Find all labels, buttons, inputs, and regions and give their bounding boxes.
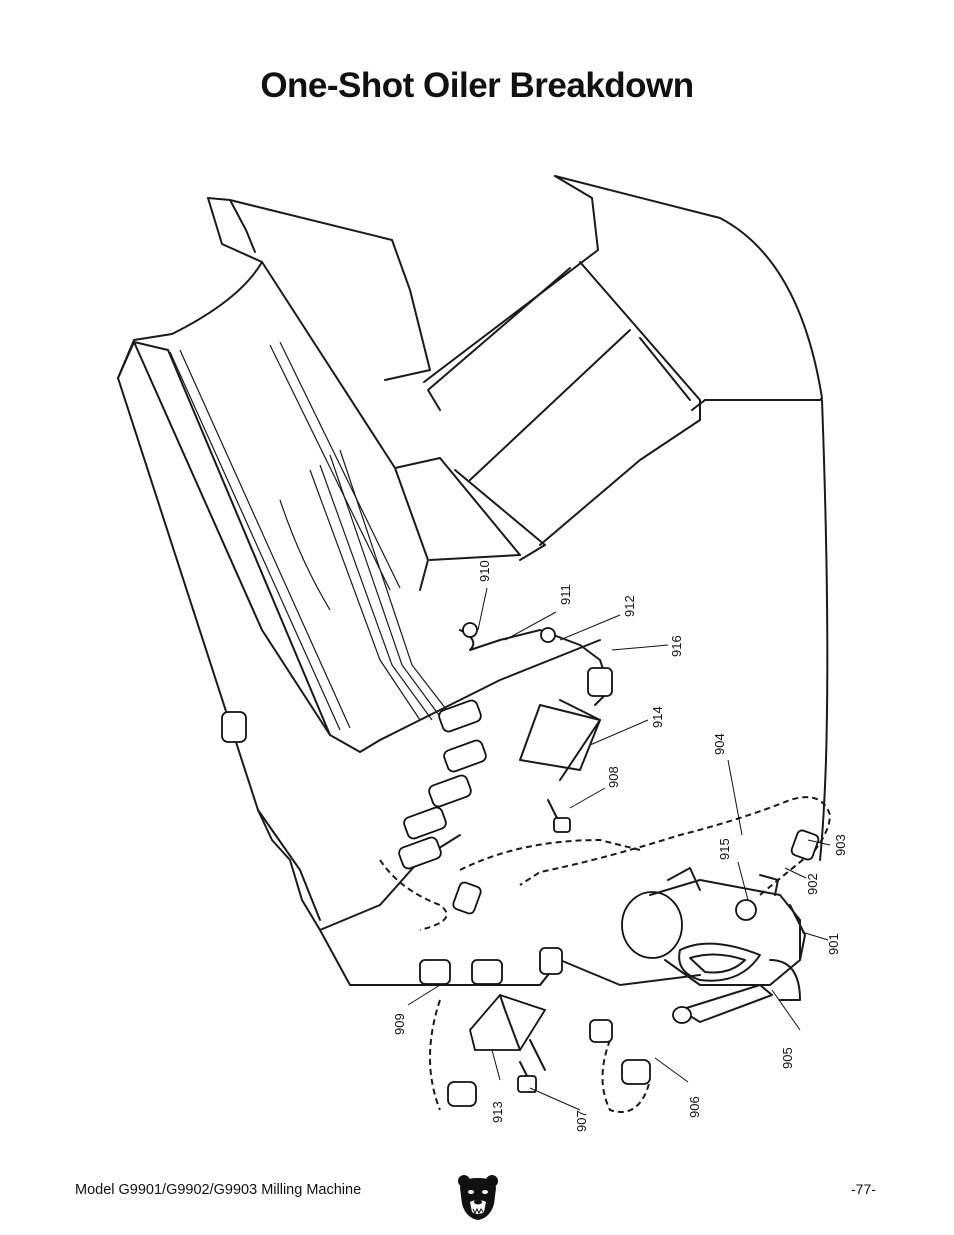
manifold-fittings <box>398 622 613 870</box>
callout-910: 910 <box>477 560 492 582</box>
callout-916: 916 <box>669 635 684 657</box>
callout-911: 911 <box>558 584 573 605</box>
bear-head-icon <box>458 1175 498 1220</box>
callout-908: 908 <box>606 766 621 788</box>
page-title: One-Shot Oiler Breakdown <box>260 66 694 105</box>
callout-915: 915 <box>717 838 732 860</box>
callout-913: 913 <box>490 1101 505 1123</box>
footer-model: Model G9901/G9902/G9903 Milling Machine <box>75 1182 362 1198</box>
callout-904: 904 <box>712 733 727 755</box>
callout-914: 914 <box>650 706 665 728</box>
oil-pump-assembly <box>621 867 806 1001</box>
callout-909: 909 <box>392 1013 407 1035</box>
callout-901: 901 <box>826 933 841 955</box>
callout-903: 903 <box>833 834 848 856</box>
callout-902: 902 <box>805 873 820 895</box>
callout-912: 912 <box>622 595 637 617</box>
page-number: -77- <box>851 1181 876 1197</box>
callout-905: 905 <box>780 1047 795 1069</box>
callout-906: 906 <box>687 1096 702 1118</box>
callout-907: 907 <box>574 1110 589 1132</box>
